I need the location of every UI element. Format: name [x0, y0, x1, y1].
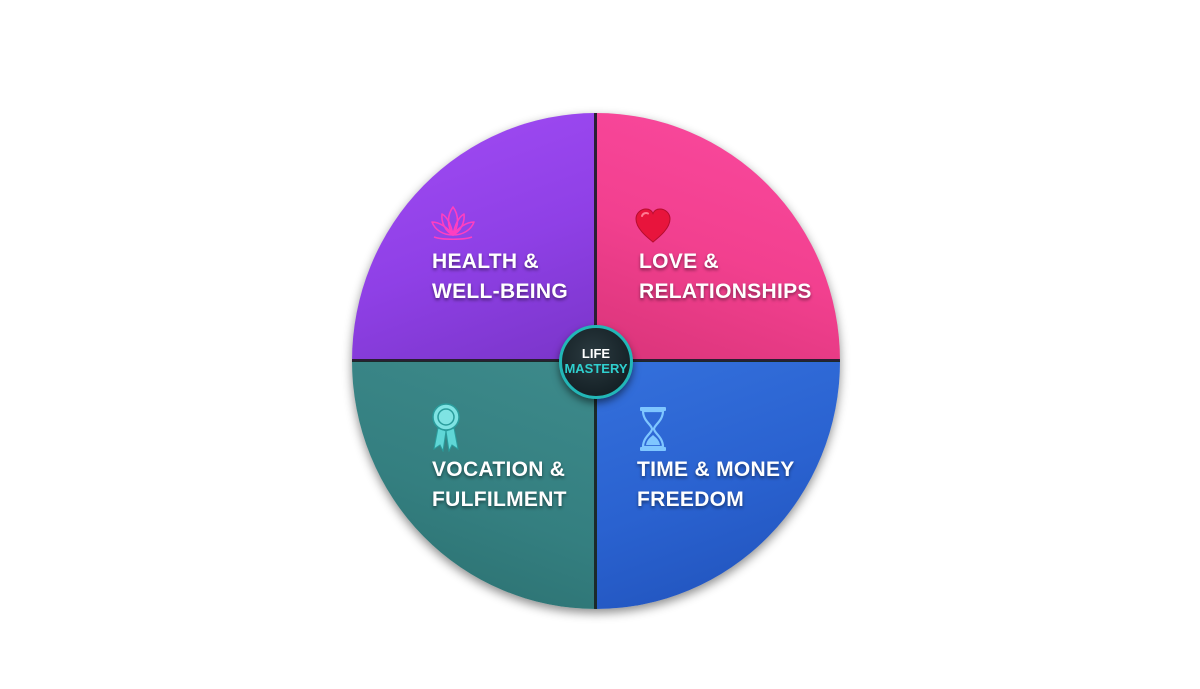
hourglass-icon: [640, 407, 666, 451]
health-label-line2: WELL-BEING: [432, 280, 568, 303]
lotus-icon: [431, 206, 475, 241]
quadrant-vocation-fulfilment: [352, 361, 596, 609]
heart-icon: [635, 208, 671, 243]
quadrant-love-relationships: [596, 113, 840, 361]
quadrant-label-time: TIME & MONEY FREEDOM: [637, 455, 795, 515]
award-ribbon-icon: [432, 403, 460, 452]
vocation-label-line1: VOCATION &: [432, 458, 566, 481]
quadrant-label-love: LOVE & RELATIONSHIPS: [639, 247, 812, 307]
health-label-line1: HEALTH &: [432, 250, 539, 273]
time-label-line1: TIME & MONEY: [637, 458, 795, 481]
life-wheel: [352, 113, 840, 609]
love-label-line1: LOVE &: [639, 250, 719, 273]
quadrant-label-health: HEALTH & WELL-BEING: [432, 247, 568, 307]
quadrant-time-money-freedom: [596, 361, 840, 609]
center-label-line1: LIFE: [581, 346, 611, 361]
center-label-line2: MASTERY: [564, 361, 628, 376]
time-label-line2: FREEDOM: [637, 488, 745, 511]
quadrant-label-vocation: VOCATION & FULFILMENT: [432, 455, 567, 515]
love-label-line2: RELATIONSHIPS: [639, 280, 812, 303]
life-mastery-center-badge: LIFE MASTERY: [559, 325, 633, 399]
vocation-label-line2: FULFILMENT: [432, 488, 567, 511]
quadrant-health-wellbeing: [352, 113, 596, 361]
